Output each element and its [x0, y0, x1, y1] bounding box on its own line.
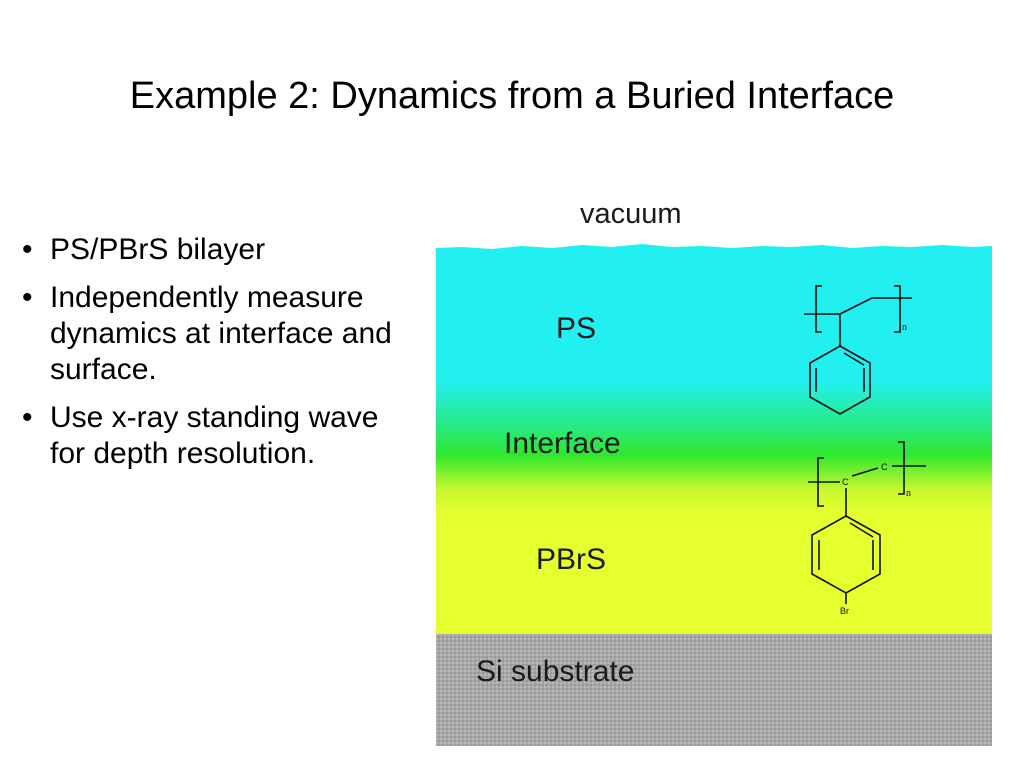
bullet-text: Use x-ray standing wave for depth resolu…: [50, 401, 379, 470]
bullet-item: • PS/PBrS bilayer: [18, 232, 418, 268]
bullet-dot: •: [22, 233, 33, 266]
bullet-text: Independently measure dynamics at interf…: [50, 281, 392, 386]
pbrs-atom-c2: C: [881, 462, 888, 472]
bullet-list: • PS/PBrS bilayer • Independently measure …: [18, 232, 418, 484]
bullet-item: • Use x-ray standing wave for depth resol…: [18, 400, 418, 472]
pbrs-atom-c1: C: [842, 477, 849, 487]
slide-title: Example 2: Dynamics from a Buried Interf…: [129, 75, 895, 117]
si-substrate-label: Si substrate: [476, 655, 634, 688]
bullet-item: • Independently measure dynamics at inter…: [18, 280, 418, 388]
bilayer-figure: vacuum PS Interface PBrS Si substrate: [432, 190, 994, 750]
bullet-dot: •: [22, 401, 33, 434]
bullet-dot: •: [22, 281, 33, 314]
pbrs-bromine-label: Br: [840, 606, 849, 616]
pbrs-structure: [808, 441, 926, 604]
vacuum-label: vacuum: [580, 198, 682, 230]
pbrs-label: PBrS: [536, 543, 606, 576]
ps-label: PS: [556, 312, 596, 345]
interface-label: Interface: [504, 427, 621, 460]
ps-subscript: n: [902, 322, 907, 333]
ps-structure: [804, 285, 912, 415]
si-substrate-layer: [436, 634, 992, 746]
bullet-text: PS/PBrS bilayer: [50, 233, 266, 266]
polymer-layers: [436, 244, 992, 634]
pbrs-subscript: n: [906, 488, 911, 499]
